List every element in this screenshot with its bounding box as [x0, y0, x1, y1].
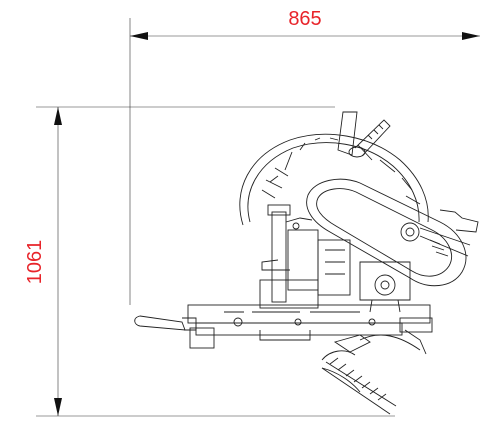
dust-hose — [321, 329, 427, 415]
base — [134, 279, 433, 349]
top-handle — [337, 111, 391, 158]
motor — [359, 261, 411, 313]
height-label: 1061 — [24, 240, 46, 285]
height-dimension: 1061 — [24, 106, 395, 417]
motor-arm — [306, 178, 479, 287]
height-arrow-bottom — [54, 398, 62, 416]
height-arrow-top — [54, 107, 62, 125]
width-arrow-left — [130, 32, 148, 40]
column — [261, 204, 351, 303]
miter-saw — [134, 111, 479, 415]
blade-guard — [239, 133, 429, 226]
width-label: 865 — [288, 8, 321, 30]
width-arrow-right — [462, 32, 480, 40]
width-dimension: 865 — [129, 8, 480, 305]
